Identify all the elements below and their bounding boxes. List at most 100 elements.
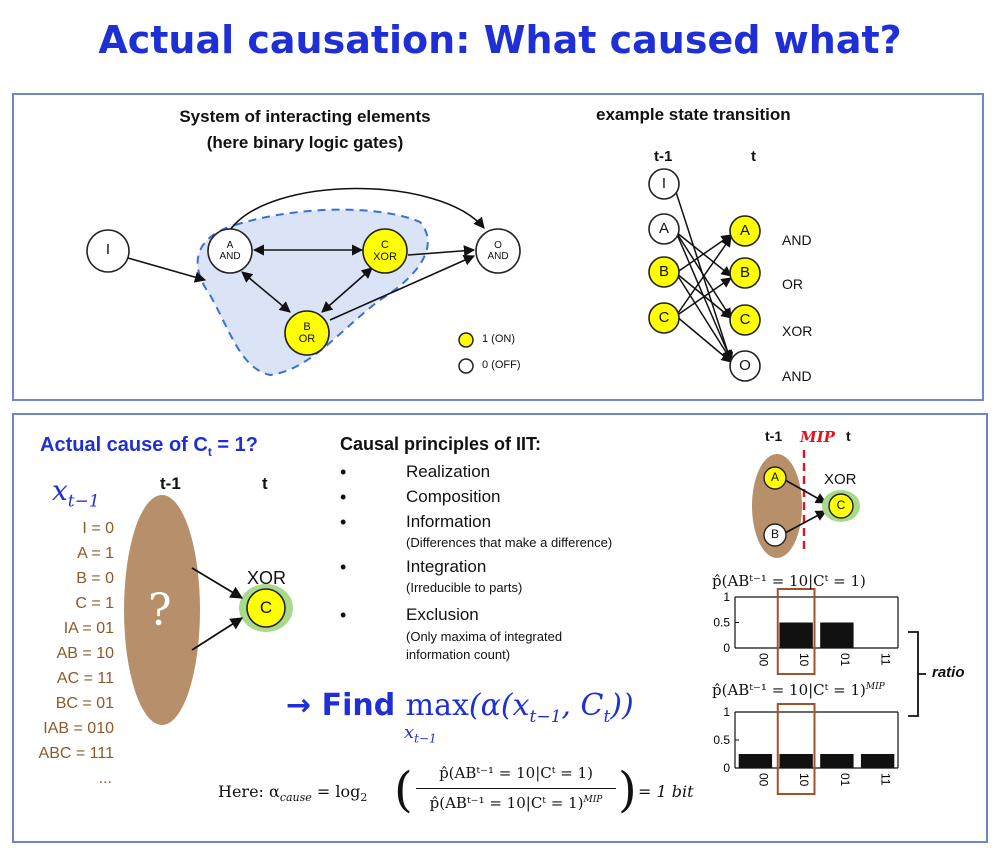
question-heading: Actual cause of Ct = 1? bbox=[40, 434, 258, 459]
edge-I-A bbox=[127, 257, 207, 283]
transition-title: example state transition bbox=[596, 105, 791, 124]
transition-edges bbox=[675, 191, 734, 363]
bottom-col-now: t bbox=[262, 474, 268, 493]
chart-x-tick-label: 00 bbox=[756, 653, 770, 667]
state-item: ABC = 111 bbox=[38, 745, 114, 762]
chart-x-tick-label: 10 bbox=[797, 653, 811, 667]
bottom-panel bbox=[12, 413, 988, 843]
edge-C-O bbox=[407, 245, 476, 257]
tr-label-B: B bbox=[739, 264, 750, 281]
formula-paren-right: ) bbox=[618, 762, 637, 818]
state-item: B = 0 bbox=[76, 570, 114, 587]
state-item: ... bbox=[98, 770, 112, 787]
transition-col-now: t bbox=[751, 148, 756, 165]
legend-off-dot bbox=[458, 358, 474, 374]
tr-node-O bbox=[729, 350, 761, 382]
top-panel bbox=[12, 93, 984, 401]
system-title: System of interacting elements (here bin… bbox=[140, 104, 470, 156]
tr-label-A: A bbox=[739, 222, 750, 239]
formula-eq: = log bbox=[316, 782, 361, 801]
tr-gate-C: XOR bbox=[782, 323, 813, 339]
node-C bbox=[362, 228, 408, 274]
question-sub: t bbox=[207, 445, 212, 459]
formula: Here: αcause = log2 ( p̂(ABᵗ⁻¹ = 10|Cᵗ =… bbox=[218, 760, 738, 830]
cause-oval bbox=[124, 495, 200, 725]
question-mark: ? bbox=[148, 585, 172, 636]
tr-node-B bbox=[729, 257, 761, 289]
chart-y-tick-label: 0.5 bbox=[713, 616, 730, 630]
tr-gate-B: OR bbox=[782, 276, 803, 292]
find-word: Find bbox=[321, 688, 396, 723]
label-O-letter: O bbox=[494, 240, 502, 251]
tl-label-I: I bbox=[661, 175, 667, 192]
edge-A-B bbox=[241, 271, 291, 313]
mip-node-A bbox=[763, 466, 787, 490]
mip-edge-A-C bbox=[784, 479, 827, 504]
chart-x-tick-label: 01 bbox=[838, 773, 852, 787]
state-item: I = 0 bbox=[82, 520, 114, 537]
tl-label-C: C bbox=[658, 309, 670, 326]
principle-name: Exclusion bbox=[406, 605, 479, 624]
chart-bar bbox=[738, 754, 773, 768]
find-max-sub-t: t−1 bbox=[414, 731, 437, 746]
page-title: Actual causation: What caused what? bbox=[98, 18, 902, 62]
label-O-gate: AND bbox=[487, 251, 509, 262]
label-B-letter: B bbox=[303, 321, 311, 333]
tr-gate-O: AND bbox=[782, 368, 812, 384]
chart-bar bbox=[779, 622, 813, 648]
formula-result: = 1 bit bbox=[638, 782, 694, 801]
chart2-title-sup: MIP bbox=[865, 682, 885, 692]
label-B-gate: OR bbox=[298, 333, 316, 345]
formula-lhs: Here: αcause = log2 bbox=[218, 782, 367, 804]
state-list: I = 0 A = 1 B = 0 C = 1 IA = 01 AB = 10 … bbox=[24, 520, 114, 795]
principle-item: • Exclusion (Only maxima of integrated i… bbox=[340, 605, 700, 665]
chart-x-tick-label: 01 bbox=[838, 653, 852, 667]
chart-x-tick-label: 00 bbox=[756, 773, 770, 787]
chart-highlight-box bbox=[776, 588, 816, 675]
find-expr-sub: t−1 bbox=[529, 707, 562, 727]
principle-note: (Only maxima of integrated information c… bbox=[406, 629, 563, 662]
principle-name: Realization bbox=[406, 462, 491, 481]
tr-label-C: C bbox=[739, 311, 751, 328]
chart-highlight-box bbox=[776, 703, 816, 795]
chart-bar bbox=[820, 622, 854, 648]
find-arrow: → bbox=[286, 688, 312, 723]
node-O bbox=[475, 228, 521, 274]
find-expr-end: )) bbox=[610, 688, 634, 723]
label-B: B OR bbox=[289, 321, 325, 345]
state-item: AB = 10 bbox=[56, 645, 114, 662]
formula-denominator: p̂(ABᵗ⁻¹ = 10|Cᵗ = 1)MIP bbox=[416, 794, 616, 812]
tr-node-A bbox=[729, 215, 761, 247]
state-item: IAB = 010 bbox=[43, 720, 114, 737]
legend-on: 1 (ON) bbox=[482, 333, 515, 345]
formula-log-base: 2 bbox=[360, 791, 368, 805]
node-B bbox=[284, 310, 330, 356]
label-I: I bbox=[105, 241, 111, 258]
chart2-title-text: p̂(ABᵗ⁻¹ = 10|Cᵗ = 1) bbox=[712, 681, 866, 699]
principle-note: (Irreducible to parts) bbox=[406, 580, 523, 595]
principle-note: (Differences that make a difference) bbox=[406, 535, 613, 550]
label-C: C XOR bbox=[367, 239, 403, 263]
tl-label-B: B bbox=[658, 263, 669, 280]
ratio-label: ratio bbox=[932, 664, 965, 681]
ratio-bracket bbox=[908, 631, 926, 717]
node-A bbox=[207, 228, 253, 274]
chart-bar bbox=[820, 754, 854, 768]
tr-node-C bbox=[729, 304, 761, 336]
principle-item: • Realization bbox=[340, 462, 491, 482]
principle-item: • Integration (Irreducible to parts) bbox=[340, 557, 523, 595]
tr-gate-A: AND bbox=[782, 232, 812, 248]
label-A: A AND bbox=[212, 240, 248, 262]
formula-fraction-bar bbox=[416, 788, 616, 789]
cause-arrow-bottom bbox=[191, 617, 244, 651]
formula-numerator: p̂(ABᵗ⁻¹ = 10|Cᵗ = 1) bbox=[439, 764, 593, 782]
principle-name: Composition bbox=[406, 487, 501, 506]
tl-node-B bbox=[648, 256, 680, 288]
mip-label: MIP bbox=[800, 428, 835, 446]
chart-y-tick-label: 1 bbox=[723, 590, 730, 604]
principle-item: • Information (Differences that make a d… bbox=[340, 512, 613, 550]
mip-label-C: C bbox=[836, 498, 846, 512]
c-label: C bbox=[259, 598, 273, 617]
system-title-line2: (here binary logic gates) bbox=[206, 133, 404, 152]
